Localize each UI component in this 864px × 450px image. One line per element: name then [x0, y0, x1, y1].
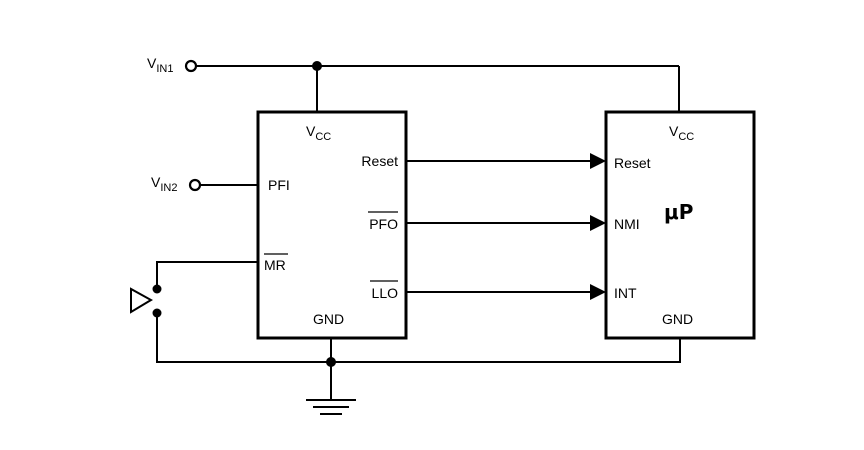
ground-symbol-icon	[306, 399, 356, 415]
mr-to-switch-wire	[156, 261, 258, 286]
supervisor-pfo-label: PFO	[369, 216, 398, 232]
up-reset-label: Reset	[614, 155, 651, 171]
vin1-terminal-icon	[184, 59, 198, 73]
up-gnd-label: GND	[662, 311, 693, 327]
supervisor-llo-label: LLO	[372, 285, 399, 301]
up-title-label: μP	[664, 200, 693, 224]
vin1-junction-dot	[312, 61, 322, 71]
int-arrow-icon	[590, 284, 606, 300]
up-int-label: INT	[614, 285, 637, 301]
supervisor-pfi-label: PFI	[268, 177, 290, 193]
supervisor-mr-label: MR	[264, 257, 286, 273]
supervisor-reset-label: Reset	[361, 153, 398, 169]
vin1-label: VIN1	[147, 55, 173, 75]
up-gnd-wire	[331, 338, 681, 363]
vin2-terminal-icon	[188, 178, 202, 192]
switch-to-ground-wire	[156, 313, 331, 363]
nmi-arrow-icon	[590, 215, 606, 231]
supervisor-vcc-label: VCC	[306, 123, 331, 143]
vin2-label: VIN2	[151, 174, 177, 194]
ground-junction-dot	[326, 357, 336, 367]
pushbutton-switch-icon	[130, 284, 162, 318]
up-nmi-label: NMI	[614, 216, 640, 232]
supervisor-ic-box	[256, 110, 408, 340]
reset-arrow-icon	[590, 153, 606, 169]
supervisor-gnd-label: GND	[313, 311, 344, 327]
up-vcc-label: VCC	[669, 123, 694, 143]
microprocessor-box	[604, 110, 756, 340]
